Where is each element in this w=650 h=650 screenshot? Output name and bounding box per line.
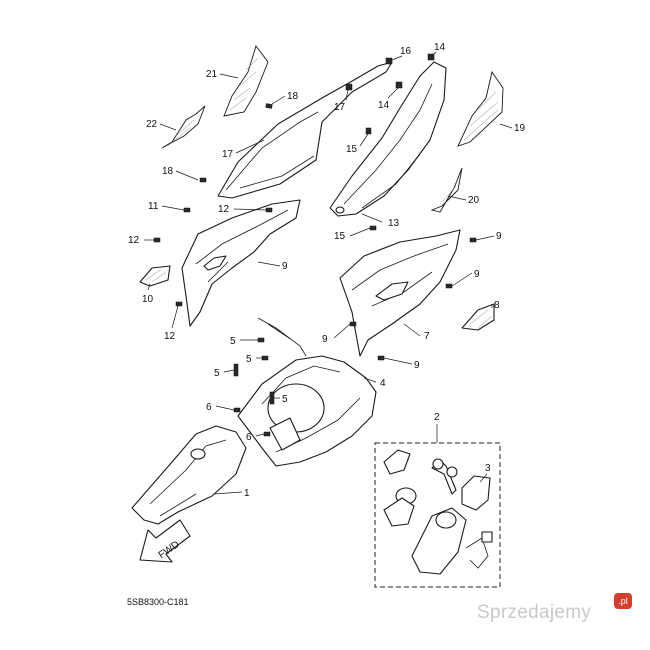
callout-22: 22 bbox=[146, 119, 158, 130]
part-13-right-side-cover bbox=[329, 61, 447, 217]
callout-1: 1 bbox=[244, 488, 250, 499]
callout-14-top: 14 bbox=[434, 42, 446, 53]
callout-3: 3 bbox=[485, 463, 491, 474]
callout-6-a: 6 bbox=[206, 402, 212, 413]
part-11-cap bbox=[139, 265, 171, 287]
part-16-left-side-cover bbox=[217, 61, 393, 199]
callout-9-b: 9 bbox=[474, 269, 480, 280]
callout-15-low: 15 bbox=[334, 231, 346, 242]
decal-20 bbox=[430, 167, 463, 213]
callout-5-d: 5 bbox=[282, 394, 288, 405]
callout-15-top: 15 bbox=[346, 144, 358, 155]
callout-17-low: 17 bbox=[334, 102, 346, 113]
part-1-rear-fender bbox=[131, 425, 247, 525]
callout-10: 9 bbox=[282, 261, 288, 272]
callout-20: 20 bbox=[468, 195, 480, 206]
callout-19: 19 bbox=[514, 123, 526, 134]
decal-21 bbox=[223, 45, 269, 117]
callout-18-left: 18 bbox=[162, 166, 174, 177]
callout-5-c: 5 bbox=[214, 368, 220, 379]
callout-12-c: 12 bbox=[128, 235, 140, 246]
callout-12-a: 11 bbox=[148, 201, 159, 212]
callout-4: 4 bbox=[380, 378, 386, 389]
fwd-arrow-icon: FWD bbox=[139, 519, 191, 563]
callout-numbers: 21 22 19 20 18 18 17 11 12 12 9 10 12 16… bbox=[128, 42, 526, 499]
leader-lines bbox=[144, 51, 513, 495]
watermark: Sprzedajemy bbox=[477, 602, 592, 623]
callout-8: 8 bbox=[494, 300, 500, 311]
callout-21: 21 bbox=[206, 69, 218, 80]
callout-17-top: 16 bbox=[400, 46, 412, 57]
part-2-lock-set bbox=[374, 442, 501, 588]
callout-12-d: 12 bbox=[164, 331, 176, 342]
callout-9-d: 9 bbox=[414, 360, 420, 371]
callout-5-b: 5 bbox=[246, 354, 252, 365]
callout-13: 13 bbox=[388, 218, 400, 229]
callout-5-a: 5 bbox=[230, 336, 236, 347]
callout-7: 7 bbox=[424, 331, 430, 342]
callout-6-b: 6 bbox=[246, 432, 252, 443]
callout-14-low: 14 bbox=[378, 100, 390, 111]
decal-19 bbox=[457, 70, 504, 147]
callout-2: 2 bbox=[434, 412, 440, 423]
callout-18-top: 18 bbox=[287, 91, 299, 102]
callout-9-a: 9 bbox=[496, 231, 502, 242]
callout-16: 17 bbox=[222, 149, 234, 160]
part-10-middle-left-panel bbox=[181, 199, 301, 327]
part-8-cap bbox=[461, 303, 495, 331]
part-4-inner-panel bbox=[237, 317, 377, 467]
diagram-code: 5SB8300-C181 bbox=[127, 597, 189, 607]
callout-9-c: 9 bbox=[322, 334, 328, 345]
callout-11: 10 bbox=[142, 294, 154, 305]
decal-22 bbox=[161, 105, 206, 149]
callout-12-b: 12 bbox=[218, 204, 230, 215]
watermark-badge: .pl bbox=[614, 593, 632, 609]
part-7-middle-right-panel bbox=[339, 229, 461, 357]
